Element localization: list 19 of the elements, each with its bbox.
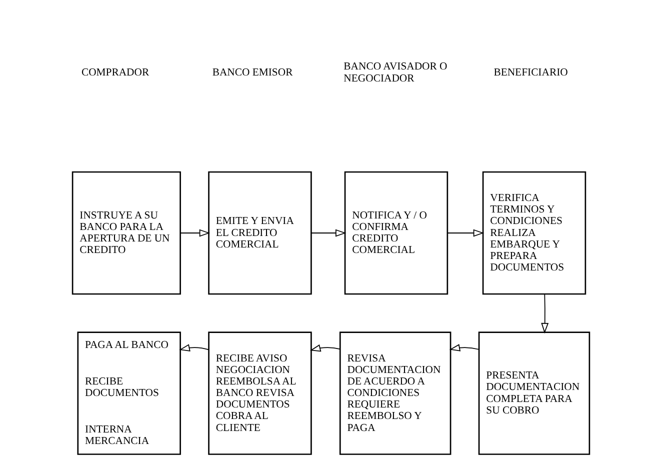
arrow bbox=[310, 229, 346, 237]
node-box: REVISA DOCUMENTACION DE ACUERDO A CONDICIONES REQUIERE REEMBOLSO Y PAGA bbox=[338, 332, 451, 455]
node-box: NOTIFICA Y / O CONFIRMA CREDITO COMERCIAL bbox=[344, 171, 448, 295]
node-box: EMITE Y ENVIA EL CREDITO COMERCIAL bbox=[208, 171, 312, 295]
node-box: RECIBE AVISO NEGOCIACION REEMBOLSA AL BANCO REVISA DOCUMENTOS COBRA AL CLIENTE bbox=[208, 332, 312, 455]
label: BANCO EMISOR bbox=[212, 66, 292, 78]
arrow bbox=[446, 229, 484, 237]
arrow bbox=[179, 229, 210, 237]
node-box: VERIFICA TERMINOS Y CONDICIONES REALIZA EMBARQUE Y PREPARA DOCUMENTOS bbox=[482, 171, 586, 295]
arrow bbox=[178, 344, 209, 352]
label: BANCO AVISADOR O NEGOCIADOR bbox=[343, 60, 447, 84]
arrow bbox=[309, 344, 340, 352]
node-box: PRESENTA DOCUMENTACION COMPLETA PARA SU COBRO bbox=[478, 332, 590, 455]
arrow bbox=[448, 344, 479, 352]
node-box: PAGA AL BANCO RECIBE DOCUMENTOS INTERNA MERCANCIA bbox=[76, 332, 180, 455]
label: COMPRADOR bbox=[80, 66, 149, 78]
arrow bbox=[540, 294, 548, 334]
node-box: INSTRUYE A SU BANCO PARA LA APERTURA DE UN CREDITO bbox=[71, 171, 180, 295]
label: BENEFICIARIO bbox=[493, 66, 568, 78]
